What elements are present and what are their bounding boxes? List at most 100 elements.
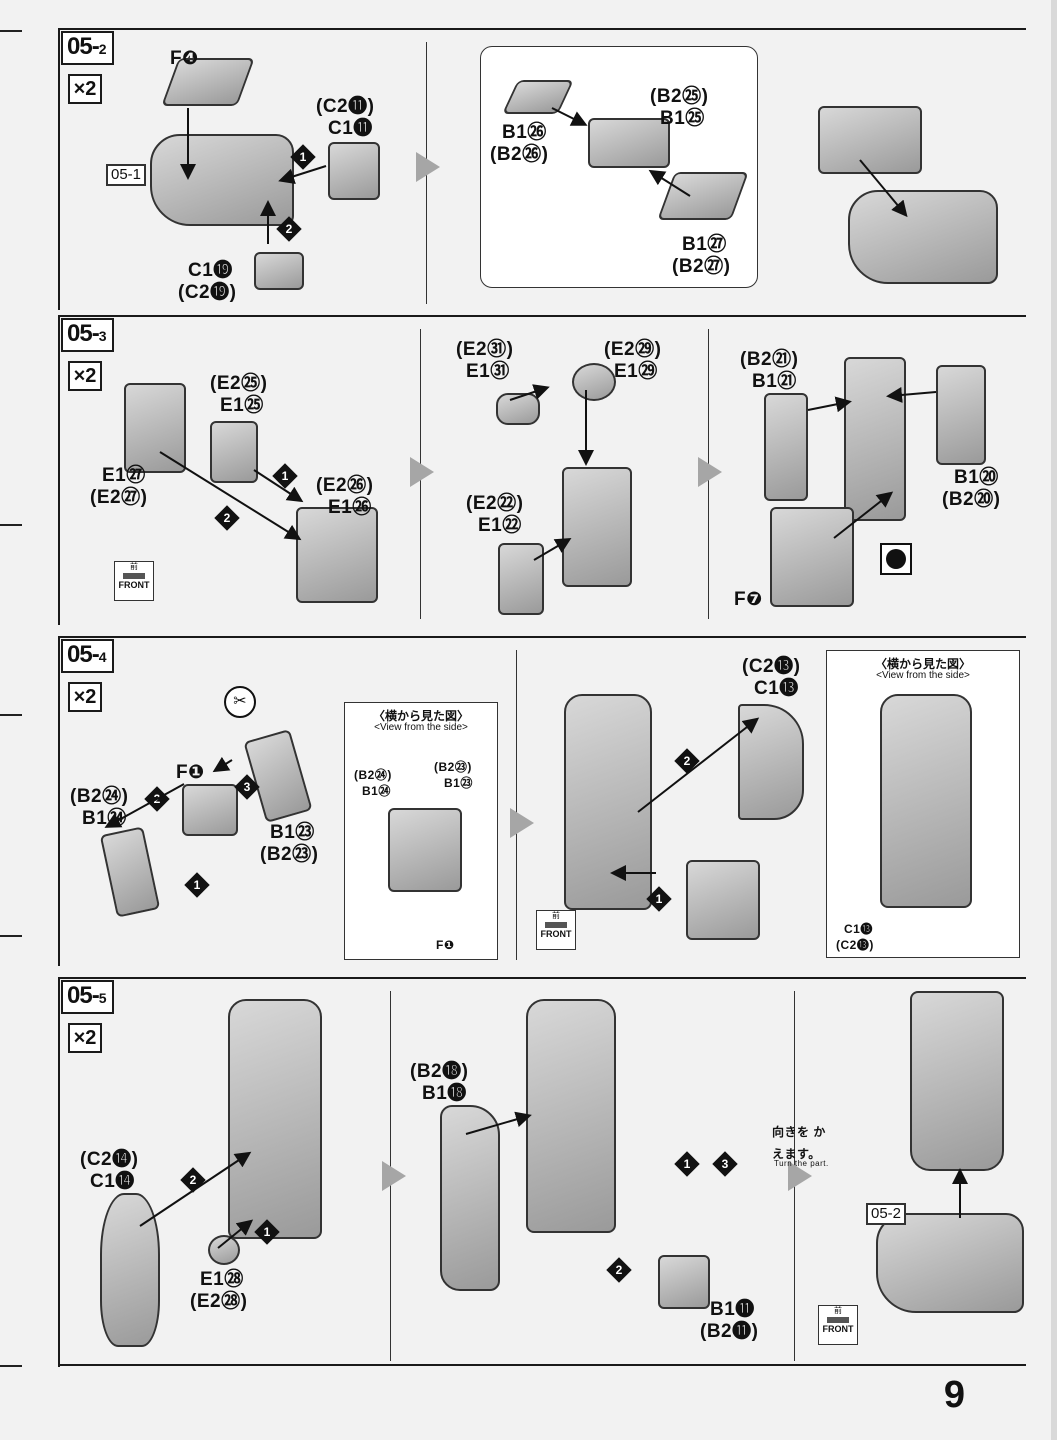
bottom-rule	[58, 1364, 1026, 1366]
label: (E2㉙)	[604, 339, 662, 360]
label: E1㉘	[200, 1269, 244, 1290]
part-hip	[844, 357, 906, 521]
step-1-marker: 1	[646, 886, 672, 912]
label: (B2㉕)	[650, 86, 709, 107]
label: B1㉓	[444, 776, 473, 790]
label: E1㉗	[102, 465, 146, 486]
label: C1⓭	[754, 678, 799, 699]
part-fin-set	[686, 860, 760, 940]
label: E1㉕	[220, 395, 264, 416]
step-1-marker: 1	[254, 1219, 280, 1245]
part-c2-11	[328, 142, 380, 200]
next-arrow	[788, 1161, 812, 1191]
multiplier-badge: ×2	[68, 1023, 102, 1053]
label: C1⓭	[844, 922, 873, 936]
step-badge: 05-3	[61, 318, 115, 352]
label: (E2㉒)	[466, 493, 524, 514]
part-side-view	[388, 808, 462, 892]
next-arrow	[416, 152, 440, 182]
label: C1⓫	[328, 118, 373, 139]
ref-tag: 05-2	[866, 1203, 907, 1225]
part-b1-20	[936, 365, 986, 465]
label: (B2㉔)	[70, 786, 129, 807]
label: (E2㉗)	[90, 487, 148, 508]
next-arrow	[698, 457, 722, 487]
no-cut-icon: ✂	[224, 686, 256, 718]
turn-note-jp: 向きを かえます。	[772, 1125, 826, 1161]
part-e1-28	[208, 1235, 240, 1265]
label: (B2⑳)	[942, 489, 1001, 510]
label: (B2⓫)	[700, 1321, 759, 1342]
label: (B2㉓)	[434, 760, 472, 774]
label: (E2㉕)	[210, 373, 268, 394]
label: E1㉒	[478, 515, 522, 536]
label: (E2㉘)	[190, 1291, 248, 1312]
step-1-marker: 1	[674, 1151, 700, 1177]
part-b1-11	[658, 1255, 710, 1309]
step-2-marker: 2	[606, 1257, 632, 1283]
label: (B2㉖)	[490, 144, 549, 165]
label: B1㉕	[660, 108, 705, 129]
label: F❶	[436, 938, 455, 952]
label: B1㉓	[270, 822, 315, 843]
step-badge: 05-4	[61, 639, 115, 673]
label: (B2㉑)	[740, 349, 799, 370]
part-c1-19	[254, 252, 304, 290]
label: B1㉗	[682, 234, 727, 255]
label: (C2⓳)	[178, 282, 237, 303]
page-number: 9	[943, 1374, 965, 1416]
label: (E2㉖)	[316, 475, 374, 496]
step-1-marker: 1	[290, 144, 316, 170]
label: B1㉔	[362, 784, 391, 798]
label: F❹	[170, 48, 199, 69]
part-e1-31	[496, 393, 540, 425]
part-b1-24	[99, 826, 161, 918]
part-f1	[182, 784, 238, 836]
assembled-leg-final	[910, 991, 1004, 1171]
part-e1-27	[124, 383, 186, 473]
assembled-body	[848, 190, 998, 284]
step-badge: 05-5	[61, 980, 115, 1014]
assembled-leg	[526, 999, 616, 1233]
step-05-5-section: 05-5 ×2 (C2⓮) C1⓮ E1㉘ (E2㉘) 1 2 (B2⓲) B1…	[58, 977, 1026, 1369]
step-2-marker: 2	[144, 786, 170, 812]
label: B1㉑	[752, 371, 797, 392]
ref-tag: 05-1	[106, 164, 147, 186]
label: E1㉛	[466, 361, 510, 382]
step-2-marker: 2	[180, 1167, 206, 1193]
label: (E2㉛)	[456, 339, 514, 360]
step-1-marker: 1	[272, 463, 298, 489]
page-edge	[1051, 0, 1057, 1440]
label: E1㉖	[328, 497, 372, 518]
circle-icon	[880, 543, 912, 575]
label: C1⓮	[90, 1171, 135, 1192]
next-arrow	[410, 457, 434, 487]
label: B1㉖	[502, 122, 547, 143]
part-f7	[770, 507, 854, 607]
label: B1⑳	[954, 467, 999, 488]
step-2-marker: 2	[214, 505, 240, 531]
label: (C2⓫)	[316, 96, 375, 117]
edge-tick	[0, 1365, 22, 1367]
step-badge: 05-2	[61, 31, 115, 65]
step-2-marker: 2	[276, 216, 302, 242]
label: (B2㉗)	[672, 256, 731, 277]
label: B1⓫	[710, 1299, 755, 1320]
label: (B2㉓)	[260, 844, 319, 865]
label: B1㉔	[82, 808, 127, 829]
label: E1㉙	[614, 361, 658, 382]
assembled-leg-side	[880, 694, 972, 908]
label: (B2㉔)	[354, 768, 392, 782]
next-arrow	[510, 808, 534, 838]
step-1-marker: 1	[184, 872, 210, 898]
part-e1-26	[296, 507, 378, 603]
label: (C2⓮)	[80, 1149, 139, 1170]
part-e1-25	[210, 421, 258, 483]
part-c1-14	[100, 1193, 160, 1347]
step-05-4-section: 05-4 ×2 ✂ F❶ (B2㉔) B1㉔ B1㉓ (B2㉓) 1 2 3 〈…	[58, 636, 1026, 968]
step-3-marker: 3	[712, 1151, 738, 1177]
next-arrow	[382, 1161, 406, 1191]
